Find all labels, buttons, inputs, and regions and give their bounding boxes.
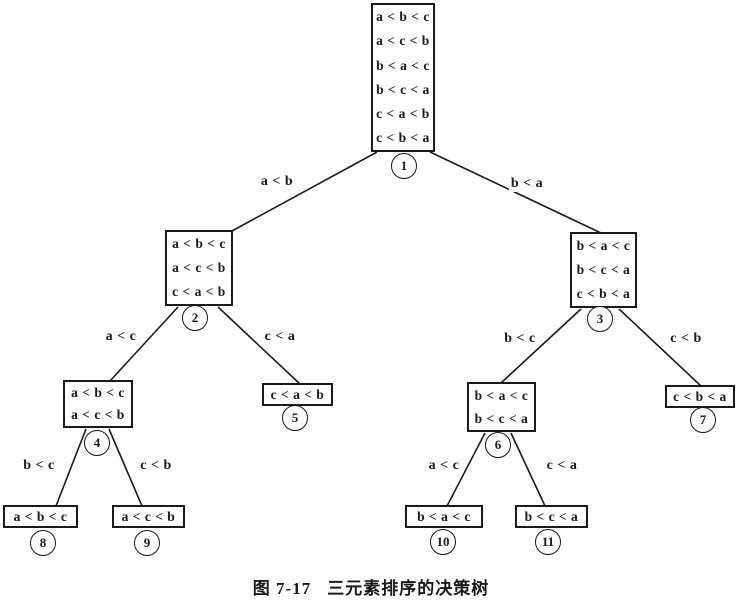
permutation: a < c < b [376,33,430,49]
permutation: a < c < b [172,260,226,276]
edge-label-c-lt-b: c < b [668,331,704,347]
node-box-10: b < a < c [405,505,483,528]
edge-1-to-2 [231,151,378,232]
permutation: b < a < c [474,387,529,403]
node-box-1: a < b < c a < c < b b < a < c b < c < a … [371,3,435,152]
node-box-7: c < b < a [665,385,735,408]
node-box-8: a < b < c [3,505,78,528]
edge-6-to-11 [510,432,546,507]
figure-number: 图 7-17 [252,579,312,598]
edge-label-b-lt-c: b < c [502,331,538,347]
permutation: c < b < a [673,388,727,404]
figure-title: 三元素排序的决策树 [327,579,490,598]
node-box-11: b < c < a [515,505,588,528]
permutation: a < c < b [71,407,125,423]
node-box-6: b < a < c b < c < a [467,382,536,432]
permutation: c < b < a [576,286,631,302]
edge-label-c-lt-b-2: c < b [138,458,174,474]
edge-label-c-lt-a-2: c < a [544,458,580,474]
node-box-4: a < b < c a < c < b [63,380,133,428]
node-box-5: c < a < b [262,383,333,406]
edge-label-c-lt-a: c < a [262,329,298,345]
node-number-7: 7 [690,407,716,433]
edge-2-to-4 [109,306,179,382]
node-number-4: 4 [84,430,110,456]
node-number-8: 8 [30,530,56,556]
figure-caption: 图 7-17 三元素排序的决策树 [0,574,742,599]
permutation: a < c < b [121,508,176,524]
node-box-9: a < c < b [112,505,185,528]
node-number-6: 6 [485,432,511,458]
edge-1-to-3 [429,151,602,234]
node-number-3: 3 [587,306,613,332]
node-box-3: b < a < c b < c < a c < b < a [570,232,637,308]
permutation: c < a < b [376,105,430,121]
permutation: a < b < c [13,508,68,524]
edge-6-to-10 [446,432,486,507]
permutation: a < b < c [71,385,125,401]
edge-label-a-lt-c-2: a < c [426,458,462,474]
edge-label-a-lt-b: a < b [258,174,296,190]
edge-label-b-lt-c-2: b < c [21,458,57,474]
edge-4-to-8 [55,428,87,507]
permutation: c < a < b [172,284,226,300]
permutation: b < a < c [417,508,471,524]
edge-label-b-lt-a: b < a [508,176,546,192]
node-box-2: a < b < c a < c < b c < a < b [165,230,233,306]
permutation: b < c < a [474,410,529,426]
permutation: b < a < c [576,238,631,254]
node-number-11: 11 [535,529,561,555]
edge-2-to-5 [217,306,301,385]
permutation: b < c < a [576,262,631,278]
edge-4-to-9 [108,428,143,507]
node-number-2: 2 [182,305,208,331]
node-number-9: 9 [134,530,160,556]
permutation: b < c < a [524,508,579,524]
permutation: b < c < a [376,81,430,97]
permutation: c < b < a [376,130,430,146]
node-number-10: 10 [430,529,456,555]
edge-3-to-6 [500,308,582,384]
permutation: a < b < c [172,236,226,252]
edge-3-to-7 [618,308,702,387]
node-number-1: 1 [391,153,417,179]
permutation: a < b < c [376,9,430,25]
node-number-5: 5 [282,405,308,431]
edge-label-a-lt-c: a < c [103,329,139,345]
permutation: b < a < c [376,57,430,73]
permutation: c < a < b [270,386,325,402]
